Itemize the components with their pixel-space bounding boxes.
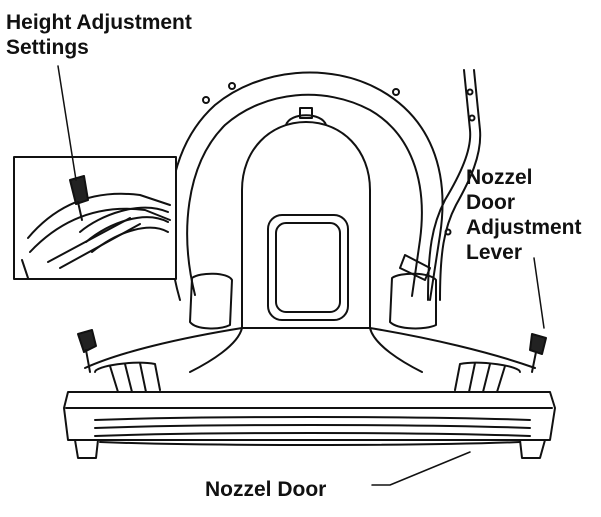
height-adjustment-label-line-2: Settings <box>6 36 89 59</box>
lever-label-line-2: Door <box>466 191 515 214</box>
lever-label-line-1: Nozzel <box>466 166 533 189</box>
height-adjustment-label: Height Adjustment Settings <box>6 10 192 60</box>
lever-leader-line <box>533 257 545 329</box>
inset-detail <box>13 156 177 280</box>
nozzle-base <box>63 391 556 459</box>
door-leader-line <box>371 451 471 486</box>
height-adjustment-knobs <box>77 329 547 373</box>
handle-rail <box>399 69 482 301</box>
nozzle-door-lever-label: Nozzel Door Adjustment Lever <box>466 165 582 265</box>
nozzle-door-label: Nozzel Door <box>205 478 327 501</box>
leader-lines <box>57 65 545 486</box>
height-adjustment-label-line-1: Height Adjustment <box>6 11 192 34</box>
height-leader-line <box>57 65 77 181</box>
wheels <box>189 272 437 330</box>
upright-body <box>241 107 371 331</box>
lever-label-line-4: Lever <box>466 241 523 264</box>
lever-label-line-3: Adjustment <box>466 216 582 239</box>
nozzle-hood <box>84 327 536 393</box>
